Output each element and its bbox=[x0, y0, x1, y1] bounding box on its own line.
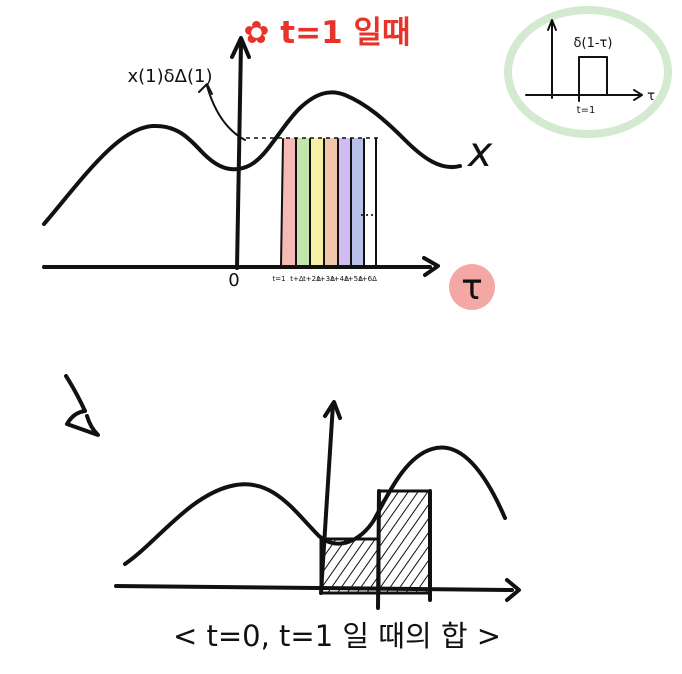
tau-highlight bbox=[449, 264, 495, 310]
strip-1 bbox=[296, 138, 310, 266]
strip-4 bbox=[338, 138, 351, 266]
strip-2 bbox=[310, 138, 324, 266]
inset-y-arrowhead bbox=[547, 19, 557, 31]
tick-label-1: t+Δ bbox=[290, 275, 304, 283]
callout-arrow bbox=[206, 85, 246, 141]
top-curve bbox=[42, 90, 462, 226]
transition-mark bbox=[64, 374, 100, 437]
tick-label-5: t+5Δ bbox=[345, 275, 363, 283]
tick-labels: t=1 t+Δ t+2Δ t+3Δ t+4Δ t+5Δ t+6Δ bbox=[272, 275, 377, 283]
inset-pulse bbox=[578, 56, 608, 96]
inset-label: δ(1-τ) bbox=[574, 36, 613, 51]
bottom-x-arrowhead bbox=[505, 578, 521, 602]
top-title: ✿ t=1 일때 bbox=[244, 15, 411, 51]
bottom-rect-2 bbox=[377, 489, 432, 595]
top-y-axis-arrowhead bbox=[230, 36, 251, 59]
strip-lines bbox=[280, 138, 377, 267]
inset-diagram: δ(1-τ) t=1 τ bbox=[504, 6, 672, 138]
tick-label-0: t=1 bbox=[272, 275, 285, 283]
inset-ring bbox=[504, 6, 672, 138]
strip-3 bbox=[324, 138, 338, 266]
bottom-diagram: < t=0, t=1 일 때의 합 > bbox=[114, 400, 521, 653]
top-x-axis-arrowhead bbox=[422, 256, 440, 277]
tick-label-3: t+3Δ bbox=[317, 275, 335, 283]
top-diagram: ✿ t=1 일때 x(1)δΔ(1) x 0 τ ... t=1 t+Δ t+2… bbox=[42, 15, 495, 310]
tick-label-2: t+2Δ bbox=[303, 275, 321, 283]
strip-ellipsis: ... bbox=[359, 201, 374, 220]
bottom-y-axis bbox=[319, 402, 335, 595]
callout-arrowhead bbox=[198, 83, 213, 95]
tau-axis-label: τ bbox=[461, 267, 483, 308]
strip-0 bbox=[281, 138, 296, 266]
strip-line-0 bbox=[280, 138, 284, 267]
bottom-caption: < t=0, t=1 일 때의 합 > bbox=[173, 619, 501, 653]
curve-label: x bbox=[466, 128, 493, 176]
tick-label-4: t+4Δ bbox=[331, 275, 349, 283]
bottom-x-axis bbox=[114, 584, 514, 592]
strip-group bbox=[281, 138, 376, 266]
tick-label-6: t+6Δ bbox=[359, 275, 377, 283]
bottom-divider bbox=[376, 489, 381, 610]
bottom-y-arrowhead bbox=[323, 400, 342, 420]
origin-label: 0 bbox=[228, 270, 239, 291]
strip-6 bbox=[364, 138, 376, 266]
callout-label: x(1)δΔ(1) bbox=[128, 66, 213, 87]
top-y-axis bbox=[235, 42, 243, 270]
bottom-rect-1 bbox=[319, 537, 381, 595]
inset-t-label: t=1 bbox=[577, 105, 596, 116]
bottom-curve bbox=[123, 445, 507, 566]
strip-5 bbox=[351, 138, 364, 266]
inset-x-arrowhead bbox=[633, 89, 643, 101]
inset-axis-label: τ bbox=[647, 89, 655, 104]
